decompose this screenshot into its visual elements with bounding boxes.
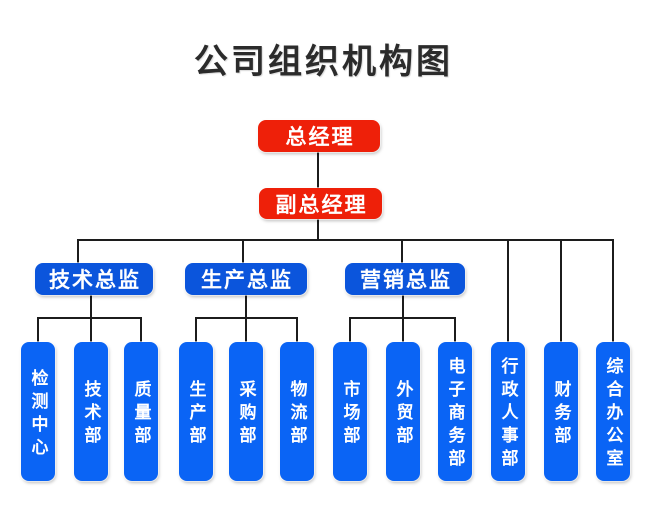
node-director-technical: 技术总监 — [35, 263, 153, 295]
node-dept-general-office: 综合办公室 — [596, 342, 630, 481]
node-label: 电子商务部 — [445, 357, 465, 472]
node-deputy-general-manager: 副总经理 — [259, 188, 382, 219]
connector-line — [140, 317, 142, 343]
node-label: 行政人事部 — [498, 357, 518, 472]
node-dept-testing-center: 检测中心 — [21, 342, 55, 481]
connector-line — [37, 317, 142, 319]
connector-line — [402, 317, 404, 343]
page-title: 公司组织机构图 — [194, 43, 453, 81]
node-dept-purchasing: 采购部 — [229, 342, 263, 481]
node-dept-finance: 财务部 — [544, 342, 578, 481]
node-label: 财务部 — [551, 380, 571, 449]
connector-line — [296, 317, 298, 343]
node-dept-ecommerce: 电子商务部 — [438, 342, 472, 481]
connector-line — [454, 317, 456, 343]
node-dept-logistics: 物流部 — [280, 342, 314, 481]
connector-line — [195, 317, 197, 343]
node-label: 综合办公室 — [603, 357, 623, 472]
node-dept-production: 生产部 — [179, 342, 213, 481]
connector-line — [317, 152, 319, 188]
node-label: 生产部 — [186, 380, 206, 449]
node-label: 技术部 — [81, 380, 101, 449]
connector-line — [242, 239, 244, 263]
node-label: 市场部 — [340, 380, 360, 449]
node-general-manager: 总经理 — [258, 120, 380, 152]
connector-line — [77, 239, 79, 263]
connector-line — [317, 218, 319, 240]
node-label: 检测中心 — [28, 368, 48, 461]
connector-line — [349, 317, 351, 343]
connector-line — [612, 239, 614, 342]
connector-line — [37, 317, 39, 343]
node-dept-admin-hr: 行政人事部 — [491, 342, 525, 481]
node-label: 质量部 — [131, 380, 151, 449]
node-dept-quality: 质量部 — [124, 342, 158, 481]
node-label: 外贸部 — [393, 380, 413, 449]
node-dept-foreign-trade: 外贸部 — [386, 342, 420, 481]
connector-line — [560, 239, 562, 342]
connector-line — [245, 317, 247, 343]
node-director-marketing: 营销总监 — [345, 263, 465, 295]
connector-line — [90, 295, 92, 318]
connector-line — [507, 239, 509, 342]
connector-line — [402, 295, 404, 318]
node-dept-market: 市场部 — [333, 342, 367, 481]
node-label: 采购部 — [236, 380, 256, 449]
connector-line — [401, 239, 403, 263]
node-director-production: 生产总监 — [185, 263, 307, 295]
connector-line — [245, 295, 247, 318]
connector-line — [77, 239, 614, 241]
node-dept-technology: 技术部 — [74, 342, 108, 481]
connector-line — [90, 317, 92, 343]
node-label: 物流部 — [287, 380, 307, 449]
